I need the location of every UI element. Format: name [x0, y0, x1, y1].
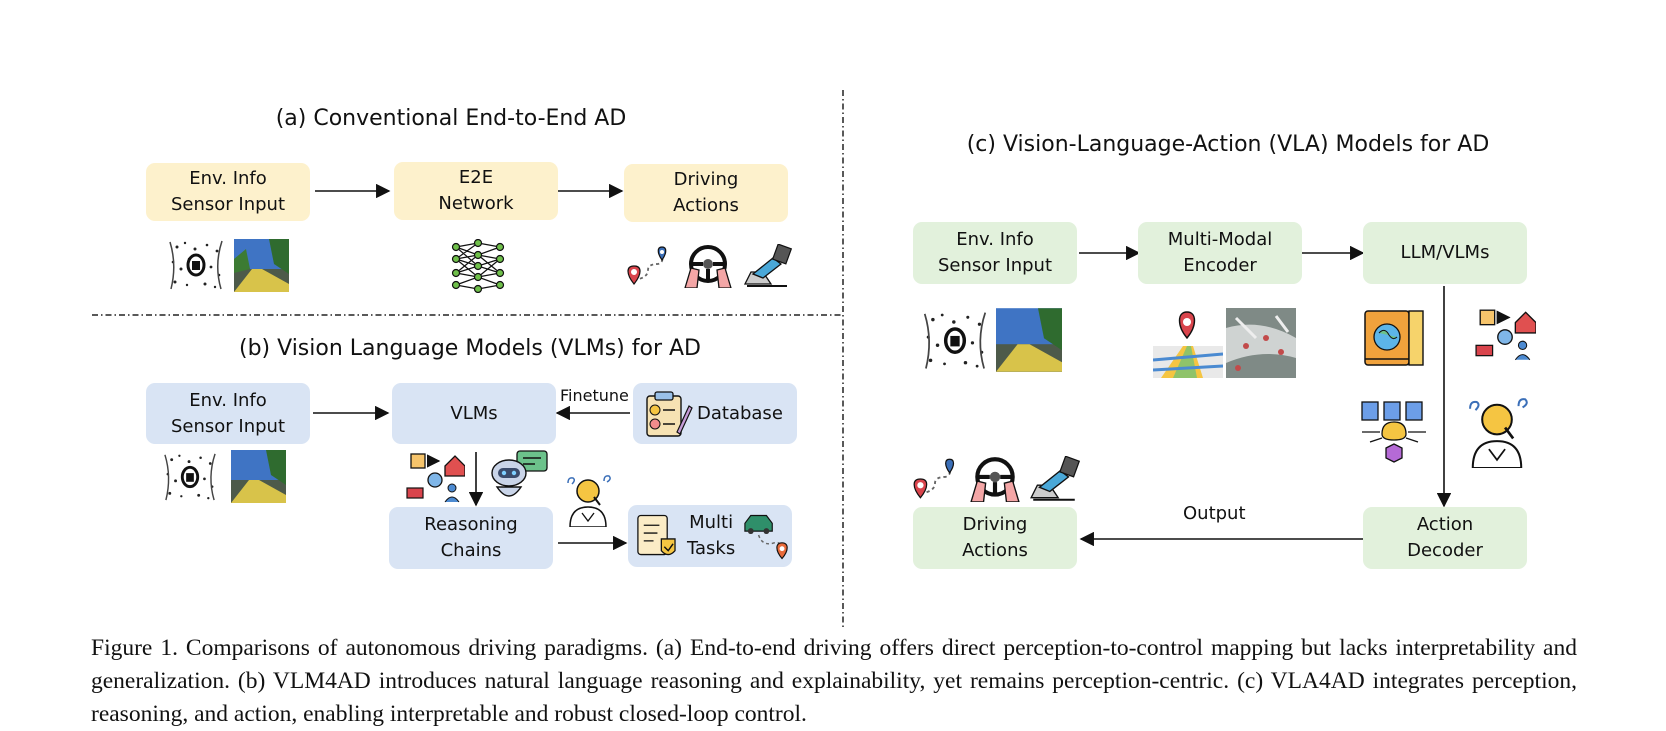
box-label: LLM/VLMs — [1400, 242, 1490, 263]
box-label: Env. Info — [189, 168, 267, 189]
box-label: Chains — [440, 540, 502, 561]
box-label: Action — [1416, 514, 1474, 535]
panel-c-llm-vlms-box: LLM/VLMs — [1363, 222, 1527, 284]
box-label: Sensor Input — [170, 194, 286, 215]
panel-b-database-box: Database — [633, 383, 797, 444]
lidar-image-icon — [162, 450, 218, 503]
map-icon — [1153, 311, 1223, 378]
panel-a-e2e-network-box: E2E Network — [394, 162, 558, 220]
box-label: Actions — [962, 540, 1028, 561]
box-label: Actions — [673, 195, 739, 216]
box-label: Sensor Input — [937, 255, 1053, 276]
logistics-icon — [1475, 309, 1536, 361]
panel-c-title: (c) Vision-Language-Action (VLA) Models … — [966, 132, 1490, 157]
box-label: Env. Info — [956, 229, 1034, 250]
steering-wheel-icon — [970, 457, 1020, 502]
box-label: Multi-Modal — [1167, 229, 1273, 250]
box-label: Env. Info — [189, 389, 267, 411]
knowledge-book-icon — [1364, 310, 1424, 366]
steering-wheel-icon — [684, 245, 732, 288]
box-label: Reasoning — [424, 514, 518, 535]
box-label: Sensor Input — [170, 415, 286, 437]
output-label: Output — [1183, 503, 1246, 524]
database-icon — [646, 390, 693, 437]
panel-b-title: (b) Vision Language Models (VLMs) for AD — [239, 336, 701, 361]
box-label: Decoder — [1407, 540, 1483, 561]
panel-a-title: (a) Conventional End-to-End AD — [275, 106, 627, 131]
box-label: VLMs — [450, 402, 498, 424]
panel-b-vlms-box: VLMs — [392, 383, 556, 444]
ai-chip-icon — [1361, 401, 1426, 463]
box-label: Encoder — [1183, 255, 1257, 276]
lidar-image-icon — [921, 308, 989, 372]
occupancy-image-icon — [1226, 308, 1296, 378]
box-label: Driving — [673, 169, 739, 190]
route-pin-icon — [627, 246, 667, 285]
thinking-person-icon — [567, 475, 611, 527]
robot-chat-icon — [491, 450, 548, 497]
thinking-person-icon — [1469, 398, 1528, 468]
camera-image-icon — [234, 239, 289, 292]
multi-task-icon — [637, 514, 676, 556]
box-label: Driving — [962, 514, 1028, 535]
lidar-image-icon — [167, 237, 225, 292]
box-label: Database — [697, 402, 783, 424]
logistics-icon — [406, 453, 465, 503]
car-route-icon — [744, 514, 788, 560]
box-label: E2E — [458, 167, 494, 188]
neural-network-icon — [451, 239, 505, 293]
finetune-label: Finetune — [560, 386, 629, 405]
figure-caption: Figure 1. Comparisons of autonomous driv… — [91, 635, 1577, 727]
camera-image-icon — [231, 450, 286, 503]
route-pin-icon — [913, 458, 955, 499]
box-label: Tasks — [686, 538, 736, 559]
pedal-icon — [743, 244, 793, 287]
pedal-icon — [1030, 456, 1081, 501]
box-label: Network — [438, 193, 514, 214]
box-label: Multi — [689, 512, 734, 533]
camera-image-icon — [996, 308, 1062, 372]
